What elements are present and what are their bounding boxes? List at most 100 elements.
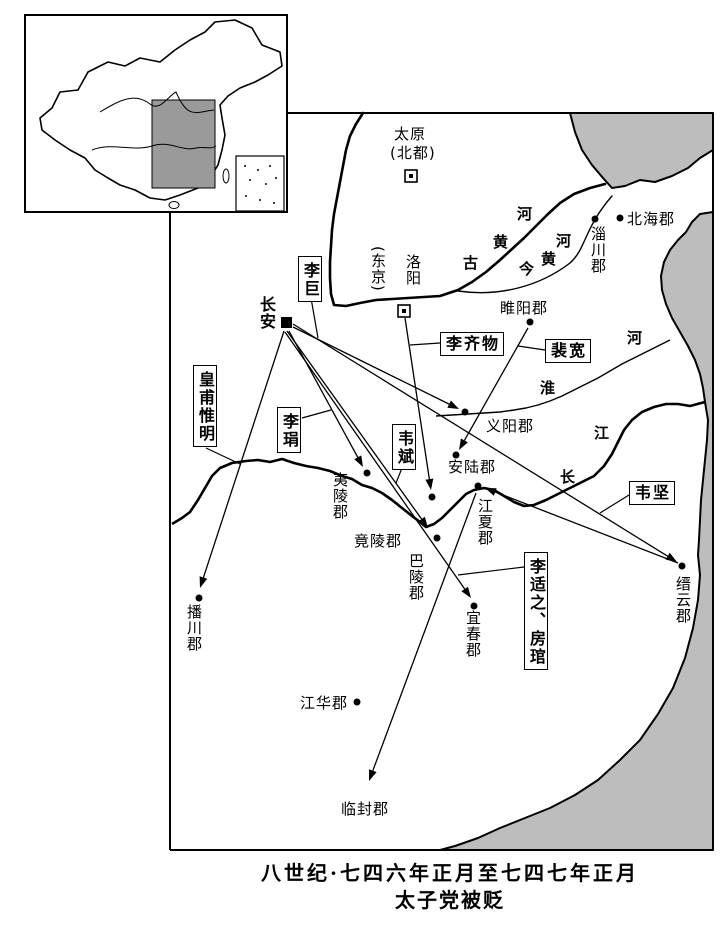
label-jinyun: 缙云郡 [674,576,692,624]
arrow-li-xuan-changan-to-yiling-shaft [288,330,359,458]
label-changan: 长安 [257,296,276,330]
official-huangfu-weiming: 皇甫惟明 [193,365,217,447]
official-wei-bin: 韦斌 [392,424,416,470]
label-beihai: 北海郡 [627,210,676,228]
label-jiangxia: 江夏郡 [476,498,494,546]
marker-anlu [452,451,460,459]
label-zichuan: 淄川郡 [589,226,607,274]
bohai-sea [569,112,714,189]
marker-yichun [470,602,478,610]
label-yichun: 宜春郡 [464,610,482,658]
arrow-wei-jian-jiangxia-to-linfeng-shaft [372,492,477,771]
label-baling: 巴陵郡 [407,553,425,601]
map-subtitle: 太子党被贬 [395,888,505,912]
inset-taiwan [222,168,230,184]
marker-yiyang [461,408,469,416]
inset-island-dot [273,202,275,204]
marker-suiyang [526,318,534,326]
label-suiyang: 睢阳郡 [500,299,549,317]
arrow-wei-jian-changan-to-jinyun-shaft [292,323,668,557]
label-taiyuan-alias: (北都) [390,144,436,162]
inset-island-dot [259,199,261,201]
label-bochuan: 播川郡 [185,604,203,652]
label-luoyang-alias: (东京) [369,246,387,292]
present-yellow-river [457,195,613,294]
arrow-li-ju-changan-to-yiyang-head [447,400,459,409]
marker-yiling [363,469,371,477]
river-label-huai-1: 淮 [540,379,556,397]
arrow-wei-jian-jinyun-to-jiangxia-shaft [495,491,679,564]
official-li-ju: 李巨 [298,256,322,302]
huai-river [435,339,671,417]
river-label-present-yellow-3: 河 [556,232,572,250]
label-yiyang: 义阳郡 [486,417,535,435]
callout-li-ju [310,297,319,339]
official-pei-kuan: 裴宽 [545,339,592,363]
inset-south-sea-islands [244,165,277,204]
map-title: 八世纪·七四六年正月至七四七年正月 [261,861,639,885]
river-label-ancient-yellow-3: 河 [517,205,533,223]
river-label-yangtze-2: 江 [594,424,610,442]
callout-li-xuan [301,409,332,419]
arrow-li-shizhi-fang-guan-changan-to-yichun-head [461,586,471,598]
inset-island-dot [265,183,267,185]
label-jingling: 竟陵郡 [354,532,403,550]
arrow-pei-kuan-suiyang-to-anlu-head [459,438,468,450]
exile-routes [199,317,679,781]
marker-beihai [616,214,624,222]
river-label-huai-2: 河 [627,329,643,347]
river-label-present-yellow-2: 黄 [541,250,557,268]
marker-bochuan [195,594,203,602]
arrow-huangfu-weiming-changan-to-bochuan-head [199,576,208,588]
arrow-li-shizhi-fang-guan-changan-to-yichun-shaft [284,331,466,590]
callout-li-shizhi-fang-guan [457,566,525,576]
arrow-wei-bin-changan-to-baling-shaft [286,330,423,520]
river-label-ancient-yellow-1: 古 [463,254,479,272]
river-label-ancient-yellow-2: 黄 [493,233,509,251]
ancient-yellow-river [328,111,607,308]
callout-lines [205,297,630,576]
label-luoyang: 洛阳 [404,254,422,286]
callout-wei-jian [599,494,630,514]
arrow-li-xuan-changan-to-yiling-head [354,455,363,467]
callout-li-qiwu [409,342,441,346]
inset-island-dot [257,169,259,171]
inset-island-dot [275,177,277,179]
official-li-qiwu: 李齐物 [440,332,505,356]
east-sea [439,211,714,851]
inset-south-sea-box [235,155,285,212]
marker-jinyun [678,562,686,570]
commandery-markers [195,214,686,706]
inset-island-dot [269,165,271,167]
label-jianghua: 江华郡 [300,694,349,712]
yangtze-river [171,400,706,529]
inset-island-dot [244,165,246,167]
river-label-yangtze-1: 长 [560,468,576,486]
label-taiyuan: 太原 [394,125,427,143]
label-anlu: 安陆郡 [448,458,497,476]
marker-jianghua [353,698,361,706]
river-label-present-yellow-1: 今 [519,260,535,278]
marker-jingling [428,493,436,501]
official-li-shizhi-fang-guan: 李适之、房琯 [524,552,548,670]
arrow-li-qiwu-luoyang-to-jingling-shaft [404,317,430,480]
arrow-pei-kuan-suiyang-to-anlu-shaft [463,327,529,441]
inset-hainan [168,201,180,209]
inset-island-dot [249,179,251,181]
marker-zichuan [591,215,599,223]
arrow-wei-jian-jinyun-to-jiangxia-head [485,488,497,496]
inset-island-dot [245,195,247,197]
map-frame [169,112,714,851]
inset-yangtze-river [91,143,217,151]
inset-map [24,14,288,213]
arrow-wei-jian-jiangxia-to-linfeng-head [369,769,377,781]
marker-taiyuan-center [409,174,413,178]
marker-changan [281,317,292,328]
callout-huangfu-weiming [205,447,241,465]
label-linfeng: 临封郡 [341,800,390,818]
arrow-li-qiwu-luoyang-to-jingling-head [425,478,434,490]
label-yiling: 夷陵郡 [331,472,349,520]
marker-baling [433,534,441,542]
official-li-xuan: 李琄 [277,407,301,453]
